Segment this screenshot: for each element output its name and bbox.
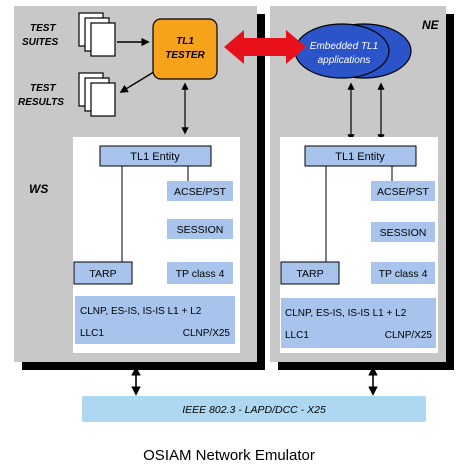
ws-network-layer-box [75,296,235,344]
test-results-label-1: TEST [30,83,56,94]
ws-network-protocols-label: CLNP, ES-IS, IS-IS L1 + L2 [80,306,202,317]
network-bus-label: IEEE 802.3 - LAPD/DCC - X25 [182,404,326,416]
ws-llc1-label: LLC1 [80,328,104,339]
ne-tl1-entity-label: TL1 Entity [335,151,385,163]
test-results-label-2: RESULTS [18,97,64,108]
embedded-apps-label-1: Embedded TL1 [310,41,378,52]
tester-to-results-arrow [119,69,158,93]
ne-session-label: SESSION [380,227,427,239]
tl1-tester-label-2: TESTER [165,50,205,61]
ne-tarp-label: TARP [296,268,323,280]
ne-tp-class-box [371,262,435,284]
test-suites-label-1: TEST [30,23,56,34]
ws-session-box [167,219,233,239]
ne-tarp-box [280,261,340,285]
ne-session-box [371,222,435,242]
tester-ne-connector-arrow [224,30,306,64]
ne-acse-label: ACSE/PST [377,186,430,198]
ws-tl1-entity-label: TL1 Entity [130,151,180,163]
ne-acse-box [371,181,435,201]
ws-tp-class-box [167,262,233,284]
ne-network-protocols-label: CLNP, ES-IS, IS-IS L1 + L2 [285,308,407,319]
tl1-tester-label-1: TL1 [176,36,194,47]
ws-clnp-x25-label: CLNP/X25 [183,328,231,339]
ws-tp-class-label: TP class 4 [176,268,225,280]
ne-network-layer-box [281,298,436,348]
ne-llc1-label: LLC1 [285,330,309,341]
ws-tl1-entity-box [99,145,212,167]
test-suites-documents-icon [78,12,116,57]
ws-panel-label: WS [29,182,48,196]
ne-tp-class-label: TP class 4 [379,268,428,280]
ne-panel-label: NE [422,18,440,32]
ne-clnp-x25-label: CLNP/X25 [385,330,433,341]
test-suites-label-2: SUITES [22,37,58,48]
embedded-apps-label-2: applications [318,55,371,66]
ws-session-label: SESSION [177,224,224,236]
network-bus [82,396,426,422]
tl1-tester-box [152,18,218,80]
test-results-documents-icon [78,72,116,117]
ne-panel: NE Embedded TL1 applications TL1 Entity … [270,6,454,370]
ws-tarp-label: TARP [89,268,116,280]
ws-acse-box [167,181,233,201]
ne-tl1-entity-box [304,145,417,167]
diagram-caption: OSIAM Network Emulator [143,447,315,464]
ws-tarp-box [73,261,133,285]
ws-panel: TEST SUITES TEST RESULTS TL1 TESTER TL1 … [14,6,265,370]
ws-acse-label: ACSE/PST [174,186,227,198]
